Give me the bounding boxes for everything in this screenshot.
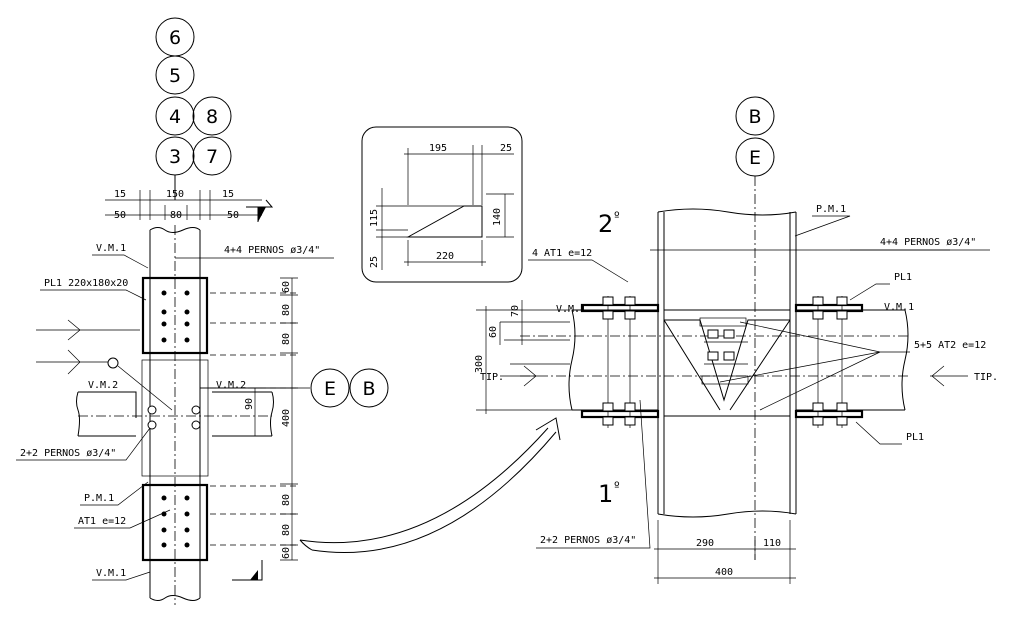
label-vm1-right-right: V.M.1 <box>884 302 914 313</box>
dim-15-left: 15 <box>114 189 126 200</box>
left-side-dimensions: 60 80 80 400 80 80 60 90 <box>244 277 298 561</box>
dim-70: 70 <box>510 305 521 317</box>
detail-dim-25-side: 25 <box>369 256 380 268</box>
bubble-3: 3 <box>169 146 181 168</box>
label-at1-right: 4 AT1 e=12 <box>532 248 592 259</box>
detail-dim-140: 140 <box>492 208 503 226</box>
dim-15-right: 15 <box>222 189 234 200</box>
dim-60-bottom: 60 <box>281 547 292 559</box>
bubble-5: 5 <box>169 65 181 87</box>
dim-80-b: 80 <box>281 333 292 345</box>
bubble-e-right: E <box>749 147 761 169</box>
dim-60: 60 <box>488 326 499 338</box>
label-bolts-2-2-right: 2+2 PERNOS ø3/4" <box>540 535 636 546</box>
dim-400: 400 <box>281 409 292 427</box>
grid-bubbles-mid: E B <box>200 368 389 408</box>
label-pl1: PL1 220x180x20 <box>44 278 128 289</box>
label-bolts-4-4-right: 4+4 PERNOS ø3/4" <box>880 237 976 248</box>
bubble-4: 4 <box>169 106 181 128</box>
label-pm1-right: P.M.1 <box>816 204 846 215</box>
level-2: 2 <box>598 210 613 238</box>
label-tip-right: TIP. <box>974 372 998 383</box>
label-pl1-top: PL1 <box>894 272 912 283</box>
gusset-detail-box: 195 25 115 140 25 220 <box>361 126 523 283</box>
dim-50-left: 50 <box>114 210 126 221</box>
label-vm2-left: V.M.2 <box>88 380 118 391</box>
detail-dim-25-top: 25 <box>500 143 512 154</box>
dim-80-a: 80 <box>281 304 292 316</box>
label-bolts-4-4: 4+4 PERNOS ø3/4" <box>224 245 320 256</box>
dim-150: 150 <box>166 189 184 200</box>
dim-80-d: 80 <box>281 524 292 536</box>
label-bolts-2-2: 2+2 PERNOS ø3/4" <box>20 448 116 459</box>
right-elevation-view: B E <box>474 96 998 584</box>
bubble-b-right: B <box>748 106 761 128</box>
reference-arrow <box>299 417 561 553</box>
label-vm2-right: V.M.2 <box>216 380 246 391</box>
dim-300: 300 <box>474 355 485 373</box>
label-vm1-top: V.M.1 <box>96 243 126 254</box>
label-vm1-left-right: V.M.1 <box>556 304 586 315</box>
dim-290: 290 <box>696 538 714 549</box>
left-labels: V.M.1 4+4 PERNOS ø3/4" PL1 220x180x20 V.… <box>16 243 334 581</box>
label-at2: 5+5 AT2 e=12 <box>914 340 986 351</box>
bubble-6: 6 <box>169 27 181 49</box>
bubble-8: 8 <box>206 106 218 128</box>
bubble-b-mid: B <box>362 378 375 400</box>
detail-dim-220: 220 <box>436 251 454 262</box>
dim-60-top: 60 <box>281 281 292 293</box>
bubble-e-mid: E <box>324 378 336 400</box>
dim-80: 80 <box>170 210 182 221</box>
grid-bubbles-left: 6 5 4 8 3 7 <box>155 17 232 200</box>
dim-400-bottom: 400 <box>715 567 733 578</box>
detail-dim-115: 115 <box>369 209 380 227</box>
left-elevation-view: 6 5 4 8 3 7 15 150 15 50 80 50 <box>16 17 389 605</box>
dim-50-right: 50 <box>227 210 239 221</box>
label-tip-left: TIP. <box>480 372 504 383</box>
level-1: 1 <box>598 480 613 508</box>
detail-dim-195: 195 <box>429 143 447 154</box>
level-2-ordinal: º <box>614 209 620 223</box>
label-pl1-bottom: PL1 <box>906 432 924 443</box>
label-vm1-bottom: V.M.1 <box>96 568 126 579</box>
level-1-ordinal: º <box>614 479 620 493</box>
dim-110: 110 <box>763 538 781 549</box>
dim-90: 90 <box>244 398 255 410</box>
bubble-7: 7 <box>206 146 218 168</box>
dim-80-c: 80 <box>281 494 292 506</box>
top-dimensions: 15 150 15 50 80 50 <box>105 189 274 222</box>
label-at1: AT1 e=12 <box>78 516 126 527</box>
bolt-group-right <box>602 296 848 428</box>
label-pm1: P.M.1 <box>84 493 114 504</box>
